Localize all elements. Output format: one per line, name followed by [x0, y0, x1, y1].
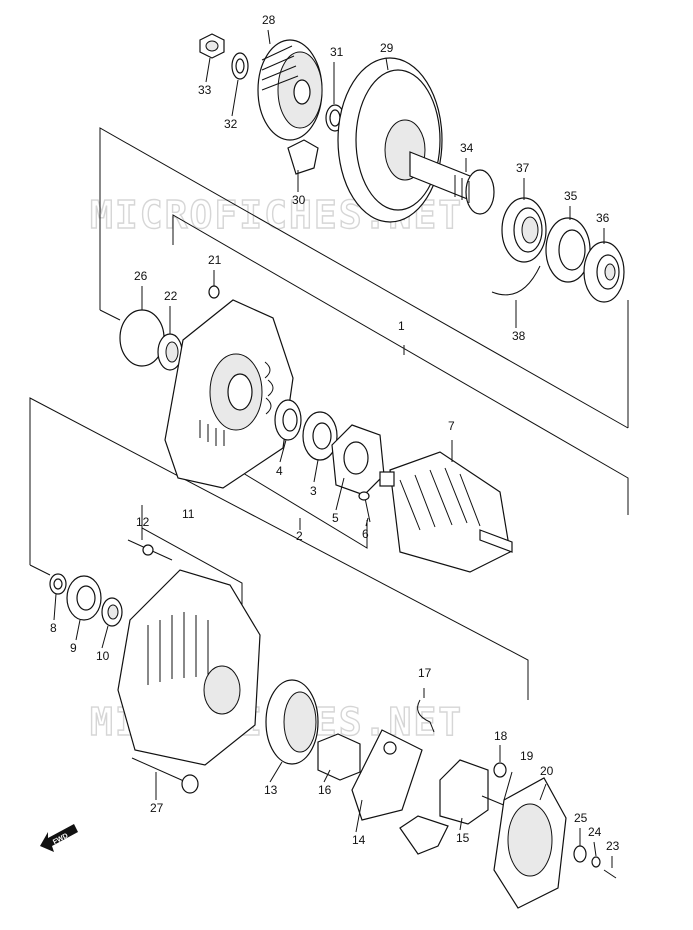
part-33-nut	[199, 33, 225, 59]
part-12-stud-bolt	[127, 539, 173, 561]
leader-line-13	[269, 761, 283, 783]
part-label-3: 3	[310, 484, 317, 498]
part-21-nut	[208, 285, 220, 299]
part-label-25: 25	[574, 811, 588, 825]
part-14-regulator	[351, 729, 423, 821]
part-label-35: 35	[564, 189, 578, 203]
part-35-bearing	[545, 217, 591, 283]
part-19-bolt	[481, 795, 507, 807]
part-label-31: 31	[330, 45, 344, 59]
part-29-rotor-disc	[337, 57, 443, 223]
leader-lines	[53, 29, 613, 868]
part-7-rotor	[379, 451, 513, 573]
part-28-pulley	[257, 39, 323, 141]
leader-line-4	[279, 439, 287, 463]
part-24-nut	[591, 856, 601, 868]
part-label-38: 38	[512, 329, 526, 343]
part-13-rectifier-cover	[265, 679, 319, 765]
part-23-screw	[603, 869, 617, 879]
leader-line-9	[75, 619, 81, 641]
leader-line-16	[323, 769, 331, 783]
part-label-6: 6	[362, 527, 369, 541]
part-label-18: 18	[494, 729, 508, 743]
part-4-spacer	[274, 399, 302, 441]
part-label-13: 13	[264, 783, 278, 797]
part-label-21: 21	[208, 253, 222, 267]
leader-line-5	[335, 477, 345, 511]
part-label-28: 28	[262, 13, 276, 27]
part-label-20: 20	[540, 764, 554, 778]
leader-line-20	[539, 783, 547, 801]
part-37-bearing	[501, 197, 547, 263]
part-label-14: 14	[352, 833, 366, 847]
leader-line-28	[267, 29, 271, 45]
part-label-27: 27	[150, 801, 164, 815]
bracket-assembly-1	[99, 127, 629, 515]
part-38-snap-ring	[491, 265, 541, 296]
leader-line-14	[355, 799, 363, 833]
part-6-screw	[358, 491, 371, 523]
part-11-rear-housing	[117, 569, 261, 766]
part-label-12: 12	[136, 515, 150, 529]
part-18-nut	[493, 762, 507, 778]
part-label-15: 15	[456, 831, 470, 845]
leader-line-15	[459, 817, 463, 831]
part-22-seal	[157, 333, 183, 371]
part-14-bracket	[399, 815, 449, 855]
leader-line-6	[365, 517, 369, 527]
leader-line-8	[53, 593, 57, 621]
part-17-wire-clip	[417, 699, 435, 733]
part-label-24: 24	[588, 825, 602, 839]
part-label-19: 19	[520, 749, 534, 763]
part-label-5: 5	[332, 511, 339, 525]
part-label-23: 23	[606, 839, 620, 853]
part-housing-front	[164, 299, 294, 489]
part-9-bearing	[66, 575, 102, 621]
part-label-16: 16	[318, 783, 332, 797]
leader-line-10	[101, 625, 109, 649]
part-3-bearing	[302, 411, 338, 461]
part-34-shaft	[409, 151, 495, 215]
part-label-17: 17	[418, 666, 432, 680]
part-label-32: 32	[224, 117, 238, 131]
part-label-7: 7	[448, 419, 455, 433]
leader-line-24	[593, 841, 597, 857]
part-36-bearing	[583, 241, 625, 303]
part-8-washer	[49, 573, 67, 595]
part-label-10: 10	[96, 649, 110, 663]
leader-line-19	[503, 771, 513, 801]
part-16-brush-holder	[317, 733, 361, 781]
part-label-26: 26	[134, 269, 148, 283]
leader-line-33	[205, 57, 211, 83]
part-25-washer	[573, 845, 587, 863]
leader-line-3	[313, 459, 319, 483]
part-20-rear-cover	[493, 777, 567, 909]
part-label-37: 37	[516, 161, 530, 175]
part-label-4: 4	[276, 464, 283, 478]
part-label-9: 9	[70, 641, 77, 655]
part-5-retainer-plate	[331, 424, 385, 496]
part-30-key	[287, 139, 319, 175]
part-label-29: 29	[380, 41, 394, 55]
part-label-22: 22	[164, 289, 178, 303]
part-label-34: 34	[460, 141, 474, 155]
part-label-30: 30	[292, 193, 306, 207]
part-label-8: 8	[50, 621, 57, 635]
part-label-1: 1	[398, 319, 405, 333]
part-label-36: 36	[596, 211, 610, 225]
leader-line-29	[385, 57, 389, 71]
part-label-33: 33	[198, 83, 212, 97]
fwd-arrow-icon: FWD	[40, 824, 78, 852]
part-26-o-ring	[119, 309, 165, 367]
part-label-2: 2	[296, 529, 303, 543]
part-27-through-bolt	[131, 757, 199, 794]
part-32-washer	[231, 52, 249, 80]
leader-line-32	[231, 79, 239, 117]
part-label-11: 11	[182, 507, 195, 521]
part-10-seal	[101, 597, 123, 627]
part-15-terminal	[439, 759, 489, 825]
